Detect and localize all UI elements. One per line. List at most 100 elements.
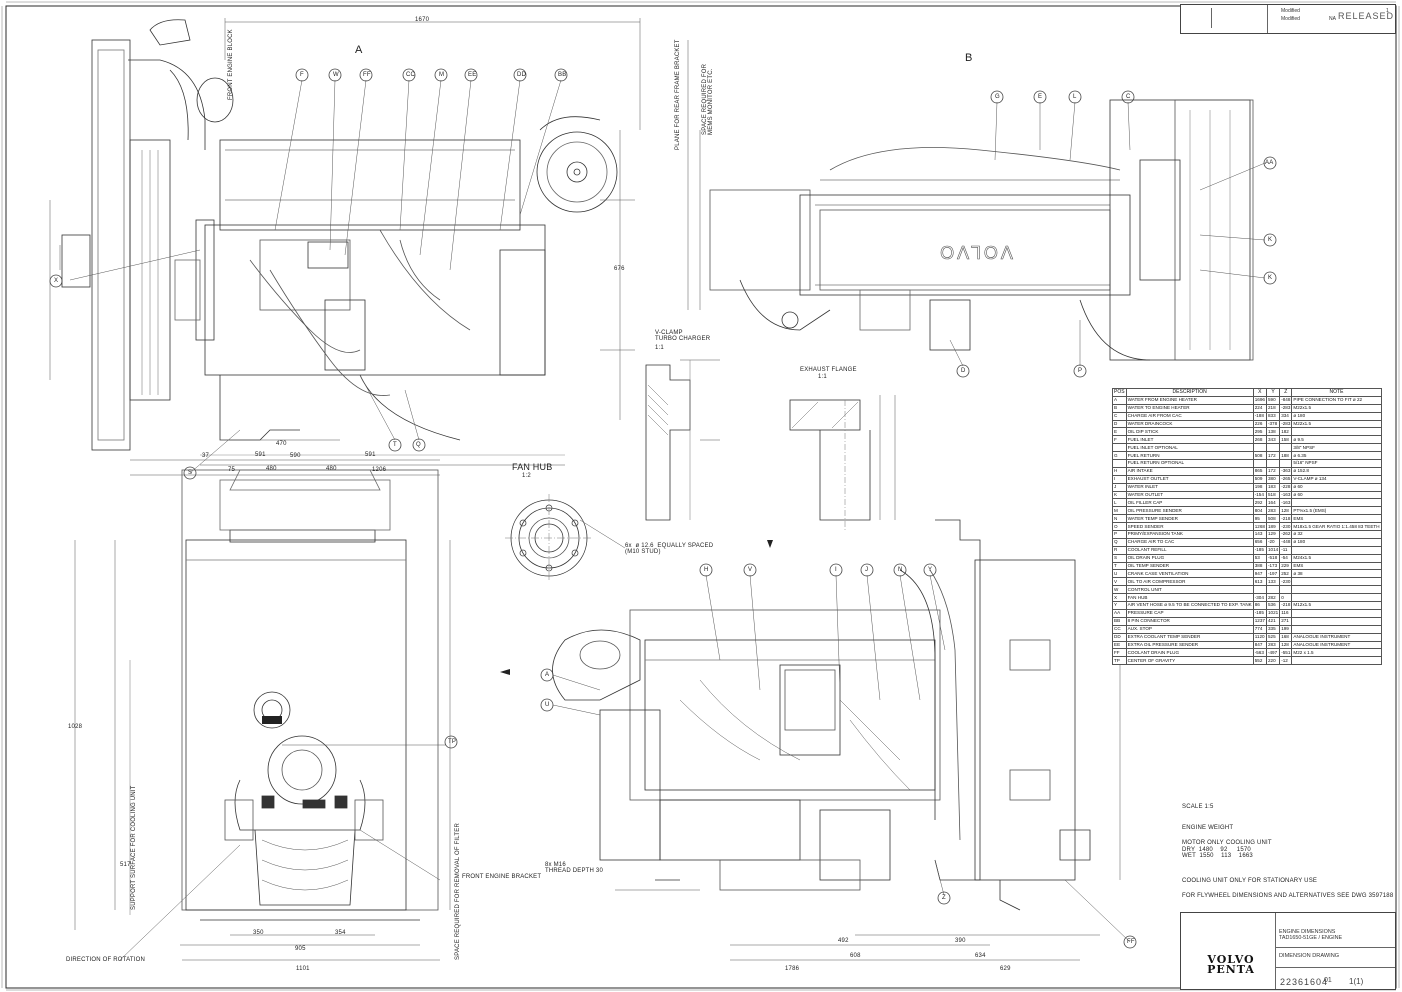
note-front-engine-block: FRONT ENGINE BLOCK bbox=[228, 29, 234, 100]
note-motor-only: MOTOR ONLY bbox=[1182, 840, 1224, 846]
table-cell: G bbox=[1112, 451, 1127, 461]
table-cell: 590 bbox=[1265, 395, 1281, 405]
table-cell: 388 bbox=[1252, 561, 1267, 571]
callout-ee: EE bbox=[468, 72, 477, 78]
table-cell: OIL TO AIR COMPRESSOR bbox=[1125, 577, 1254, 587]
table-cell: -163 bbox=[1279, 498, 1293, 508]
tb-rev-na: NA bbox=[1329, 16, 1336, 22]
table-cell: B bbox=[1112, 403, 1127, 413]
table-cell: 133 bbox=[1265, 577, 1281, 587]
dim-1206: 1206 bbox=[372, 467, 387, 473]
table-cell: 421 bbox=[1265, 616, 1281, 626]
table-cell: 525 bbox=[1265, 632, 1281, 642]
table-cell: -12 bbox=[1279, 656, 1293, 666]
note-space-required: SPACE REQUIRED FOR REMOVAL OF FILTER bbox=[455, 823, 461, 960]
table-cell: ANALOGUE INSTRUMENT bbox=[1291, 632, 1382, 642]
table-cell: 143 bbox=[1252, 530, 1267, 539]
table-cell: COOLANT REFILL bbox=[1125, 545, 1254, 555]
fan-hub-detail bbox=[505, 494, 626, 582]
dim-1670: 1670 bbox=[415, 17, 430, 23]
table-cell: 3/8" NPSF bbox=[1291, 443, 1382, 453]
table-cell: 172 bbox=[1265, 451, 1281, 461]
volvo-casting-text: VOLVO bbox=[937, 242, 1013, 262]
vclamp-scale: 1:1 bbox=[655, 345, 664, 351]
callout-i: I bbox=[835, 567, 837, 573]
table-cell: ø 152.8 bbox=[1291, 466, 1382, 476]
table-cell: -283 bbox=[1279, 419, 1293, 429]
tb-product: ENGINE DIMENSIONS TAD1650-51GE / ENGINE bbox=[1279, 929, 1343, 941]
dim-1101: 1101 bbox=[296, 966, 310, 972]
table-cell: 613 bbox=[1252, 577, 1267, 587]
table-cell: SPEED SENDER bbox=[1125, 522, 1254, 532]
callout-dd: DD bbox=[517, 72, 527, 78]
table-cell: R bbox=[1112, 545, 1127, 555]
dim-390: 390 bbox=[955, 938, 966, 944]
callout-b-e: E bbox=[1038, 94, 1043, 100]
table-cell bbox=[1252, 585, 1267, 595]
view-label-b: B bbox=[965, 52, 973, 64]
callout-b-d: D bbox=[961, 368, 966, 374]
callout-b-k1: K bbox=[1268, 237, 1273, 243]
callout-x: X bbox=[54, 278, 59, 284]
table-cell: 189 bbox=[1265, 522, 1281, 532]
table-cell: M22 x 1.5 bbox=[1291, 648, 1382, 658]
table-cell: W bbox=[1112, 585, 1127, 595]
table-cell: I bbox=[1112, 474, 1127, 484]
table-cell: OIL PRESSURE SENDER bbox=[1125, 506, 1254, 516]
side-view-callouts bbox=[540, 563, 1137, 949]
table-cell: 172 bbox=[1265, 466, 1281, 476]
table-cell: L bbox=[1112, 498, 1127, 508]
table-cell: -230 bbox=[1279, 522, 1293, 532]
table-row: FUEL INLET OPTIONAL 3/8" NPSF bbox=[1112, 443, 1382, 453]
table-cell: FUEL INLET bbox=[1125, 435, 1254, 445]
table-cell bbox=[1112, 459, 1127, 468]
table-cell: 229 bbox=[1279, 561, 1293, 571]
dim-905: 905 bbox=[295, 946, 306, 952]
dim-75: 75 bbox=[228, 467, 236, 473]
table-cell: 292 bbox=[1252, 498, 1267, 508]
front-view bbox=[181, 469, 439, 921]
table-cell: EE bbox=[1112, 640, 1127, 650]
tb-rev-b: Modified bbox=[1281, 16, 1300, 22]
table-cell: -11 bbox=[1279, 545, 1293, 555]
tb-rev-a: Modified bbox=[1281, 8, 1300, 14]
table-cell: 224 bbox=[1252, 403, 1267, 413]
table-cell: FUEL INLET OPTIONAL bbox=[1125, 443, 1254, 453]
table-cell: PRIMY/EXPANSION TANK bbox=[1125, 530, 1254, 539]
table-cell: FUEL RETURN bbox=[1125, 451, 1254, 461]
table-cell: CRANK CASE VENTILATION bbox=[1125, 569, 1254, 579]
table-cell: WATER OUTLET bbox=[1125, 490, 1254, 500]
col-pos: POS bbox=[1112, 388, 1127, 397]
table-cell bbox=[1265, 585, 1281, 595]
view-a-leaders bbox=[69, 79, 562, 474]
dim-591a: 591 bbox=[255, 452, 266, 458]
table-cell bbox=[1291, 616, 1382, 626]
table-cell: 53 bbox=[1252, 553, 1267, 563]
table-cell: PIPE CONNECTION TO FIT ø 22 bbox=[1291, 395, 1382, 405]
table-cell: ø 6.35 bbox=[1291, 451, 1382, 461]
table-cell bbox=[1252, 459, 1267, 468]
dim-591b: 591 bbox=[365, 452, 376, 458]
table-cell: -218 bbox=[1279, 514, 1293, 524]
col-y: Y bbox=[1265, 388, 1281, 397]
table-cell: X bbox=[1112, 593, 1127, 603]
note-support-surface: SUPPORT SURFACE FOR COOLING UNIT bbox=[131, 785, 137, 910]
table-cell: ø 180 bbox=[1291, 537, 1382, 547]
title-block-top: Modified Modified NA 1 bbox=[1180, 4, 1396, 34]
table-cell: E bbox=[1112, 427, 1127, 437]
table-cell: -848 bbox=[1279, 395, 1293, 405]
table-cell: 8 PIN CONNECTOR bbox=[1125, 616, 1254, 626]
table-cell: 508 bbox=[1252, 451, 1267, 461]
